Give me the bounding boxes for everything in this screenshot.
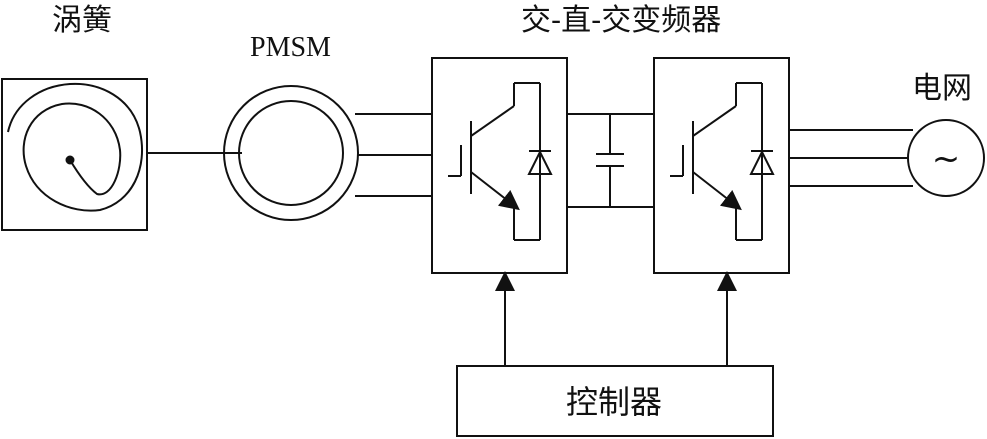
- grid-phase-lines: [789, 130, 913, 186]
- spiral-spring-icon: [8, 84, 142, 211]
- pmsm-label: PMSM: [250, 32, 331, 63]
- converter-right-block: [654, 58, 789, 273]
- controller-block: [457, 366, 773, 436]
- diode-icon: [527, 149, 553, 175]
- pmsm-inner-ring: [239, 101, 343, 205]
- diode-icon: [749, 149, 775, 175]
- converter-left-block: [432, 58, 567, 273]
- spiral-spring-block: [2, 79, 147, 230]
- grid-ac-symbol: ~: [932, 139, 961, 179]
- spring-label: 涡簧: [52, 3, 112, 38]
- spring-frame: [2, 79, 147, 230]
- pmsm-outer-ring: [224, 86, 358, 220]
- pmsm-phase-lines: [355, 114, 432, 196]
- grid-source: [908, 120, 984, 196]
- controller-label: 控制器: [566, 383, 663, 421]
- converter-label: 交-直-交变频器: [521, 3, 722, 38]
- spring-center-dot: [67, 157, 74, 164]
- igbt-symbol-left: [448, 83, 553, 240]
- pmsm-machine: [224, 86, 358, 220]
- igbt-symbol-right: [670, 83, 775, 240]
- dc-link: [567, 114, 654, 207]
- grid-label: 电网: [912, 71, 972, 106]
- ac-source-icon: [908, 120, 984, 196]
